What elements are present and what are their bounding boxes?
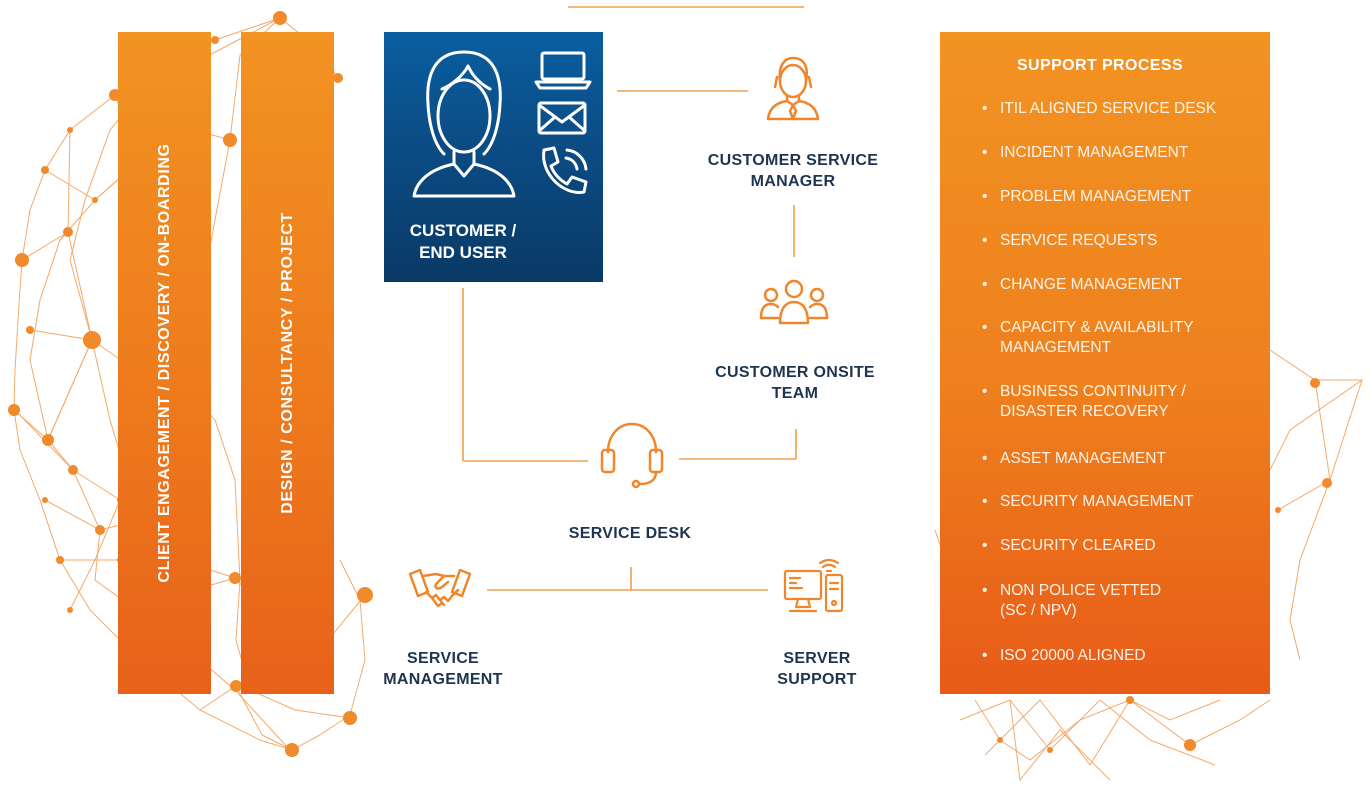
item-line1: INCIDENT MANAGEMENT: [1000, 144, 1189, 161]
support-process-item-text: ITIL ALIGNED SERVICE DESK: [982, 99, 1262, 119]
support-process-item-text: BUSINESS CONTINUITY / DISASTER RECOVERY: [982, 382, 1262, 422]
customer-label: CUSTOMER / END USER: [384, 220, 542, 264]
bullet-icon: •: [982, 188, 988, 205]
bullet-icon: •: [982, 647, 988, 664]
support-process-item: • SECURITY MANAGEMENT: [982, 492, 1262, 512]
label-line1: SERVICE: [406, 650, 480, 667]
label-line1: CUSTOMER ONSITE: [715, 364, 875, 381]
support-process-item-text: NON POLICE VETTED (SC / NPV): [982, 581, 1262, 621]
bar-client-engagement: CLIENT ENGAGEMENT / DISCOVERY / ON-BOARD…: [118, 32, 211, 694]
label-line1: CUSTOMER SERVICE: [707, 152, 879, 169]
item-line1: ITIL ALIGNED SERVICE DESK: [1000, 100, 1217, 117]
manager-icon: [766, 56, 820, 121]
item-line1: CAPACITY & AVAILABILITY: [1000, 319, 1194, 336]
label-line1: SERVER: [783, 650, 851, 667]
support-process-item-text: ASSET MANAGEMENT: [982, 449, 1262, 469]
support-process-item: • CAPACITY & AVAILABILITY MANAGEMENT: [982, 318, 1262, 358]
item-line1: ISO 20000 ALIGNED: [1000, 647, 1146, 664]
bullet-icon: •: [982, 100, 988, 117]
support-process-item: • NON POLICE VETTED (SC / NPV): [982, 581, 1262, 621]
item-line1: SERVICE REQUESTS: [1000, 232, 1158, 249]
support-process-item: • SERVICE REQUESTS: [982, 231, 1262, 251]
support-process-item-text: ISO 20000 ALIGNED: [982, 646, 1262, 666]
support-process-item: • INCIDENT MANAGEMENT: [982, 143, 1262, 163]
customer-label-line2: END USER: [419, 243, 507, 262]
customer-service-manager-label: CUSTOMER SERVICE MANAGER: [683, 150, 903, 192]
person-headset-icon: [412, 50, 516, 198]
support-process-item: • ITIL ALIGNED SERVICE DESK: [982, 99, 1262, 119]
support-process-item-text: INCIDENT MANAGEMENT: [982, 143, 1262, 163]
bullet-icon: •: [982, 450, 988, 467]
item-line1: SECURITY CLEARED: [1000, 537, 1156, 554]
service-desk-label: SERVICE DESK: [520, 523, 740, 544]
handshake-icon: [408, 568, 472, 608]
bar-design-consultancy: DESIGN / CONSULTANCY / PROJECT: [241, 32, 334, 694]
support-process-item: • BUSINESS CONTINUITY / DISASTER RECOVERY: [982, 382, 1262, 422]
support-process-item-text: CHANGE MANAGEMENT: [982, 275, 1262, 295]
item-line1: ASSET MANAGEMENT: [1000, 450, 1166, 467]
support-process-item-text: SERVICE REQUESTS: [982, 231, 1262, 251]
item-line1: BUSINESS CONTINUITY /: [1000, 383, 1186, 400]
computer-icon: [783, 558, 844, 613]
support-process-item: • ISO 20000 ALIGNED: [982, 646, 1262, 666]
item-line1: SECURITY MANAGEMENT: [1000, 493, 1194, 510]
phone-icon: [542, 146, 588, 194]
customer-onsite-team-label: CUSTOMER ONSITE TEAM: [685, 362, 905, 404]
item-line1: CHANGE MANAGEMENT: [1000, 276, 1182, 293]
bullet-icon: •: [982, 232, 988, 249]
bullet-icon: •: [982, 493, 988, 510]
laptop-icon: [534, 51, 592, 90]
support-process-item-text: SECURITY CLEARED: [982, 536, 1262, 556]
bullet-icon: •: [982, 319, 988, 336]
label-line2: TEAM: [771, 385, 819, 402]
item-line1: PROBLEM MANAGEMENT: [1000, 188, 1192, 205]
bullet-icon: •: [982, 144, 988, 161]
label-line2: MANAGEMENT: [383, 671, 503, 688]
item-line2: MANAGEMENT: [1000, 339, 1112, 356]
label-line1: SERVICE DESK: [568, 525, 692, 542]
support-process-item: • PROBLEM MANAGEMENT: [982, 187, 1262, 207]
item-line1: NON POLICE VETTED: [1000, 582, 1162, 599]
support-process-title: SUPPORT PROCESS: [1016, 57, 1184, 74]
bullet-icon: •: [982, 276, 988, 293]
server-support-label: SERVER SUPPORT: [717, 648, 917, 690]
support-process-panel: SUPPORT PROCESS • ITIL ALIGNED SERVICE DE…: [940, 32, 1270, 694]
support-process-item: • SECURITY CLEARED: [982, 536, 1262, 556]
service-management-label: SERVICE MANAGEMENT: [343, 648, 543, 690]
team-icon: [759, 279, 829, 325]
envelope-icon: [537, 101, 587, 135]
item-line2: (SC / NPV): [1000, 602, 1077, 619]
support-process-item-text: PROBLEM MANAGEMENT: [982, 187, 1262, 207]
support-process-item-text: CAPACITY & AVAILABILITY MANAGEMENT: [982, 318, 1262, 358]
label-line2: MANAGER: [750, 173, 836, 190]
headset-icon: [600, 422, 664, 489]
bar-label: DESIGN / CONSULTANCY / PROJECT: [278, 212, 296, 514]
bullet-icon: •: [982, 537, 988, 554]
support-process-item-text: SECURITY MANAGEMENT: [982, 492, 1262, 512]
label-line2: SUPPORT: [777, 671, 857, 688]
support-process-item: • CHANGE MANAGEMENT: [982, 275, 1262, 295]
item-line2: DISASTER RECOVERY: [1000, 403, 1169, 420]
bullet-icon: •: [982, 582, 988, 599]
bullet-icon: •: [982, 383, 988, 400]
bar-label: CLIENT ENGAGEMENT / DISCOVERY / ON-BOARD…: [155, 143, 173, 583]
customer-end-user-box: CUSTOMER / END USER: [384, 32, 603, 282]
support-process-item: • ASSET MANAGEMENT: [982, 449, 1262, 469]
customer-label-line1: CUSTOMER /: [409, 221, 517, 240]
